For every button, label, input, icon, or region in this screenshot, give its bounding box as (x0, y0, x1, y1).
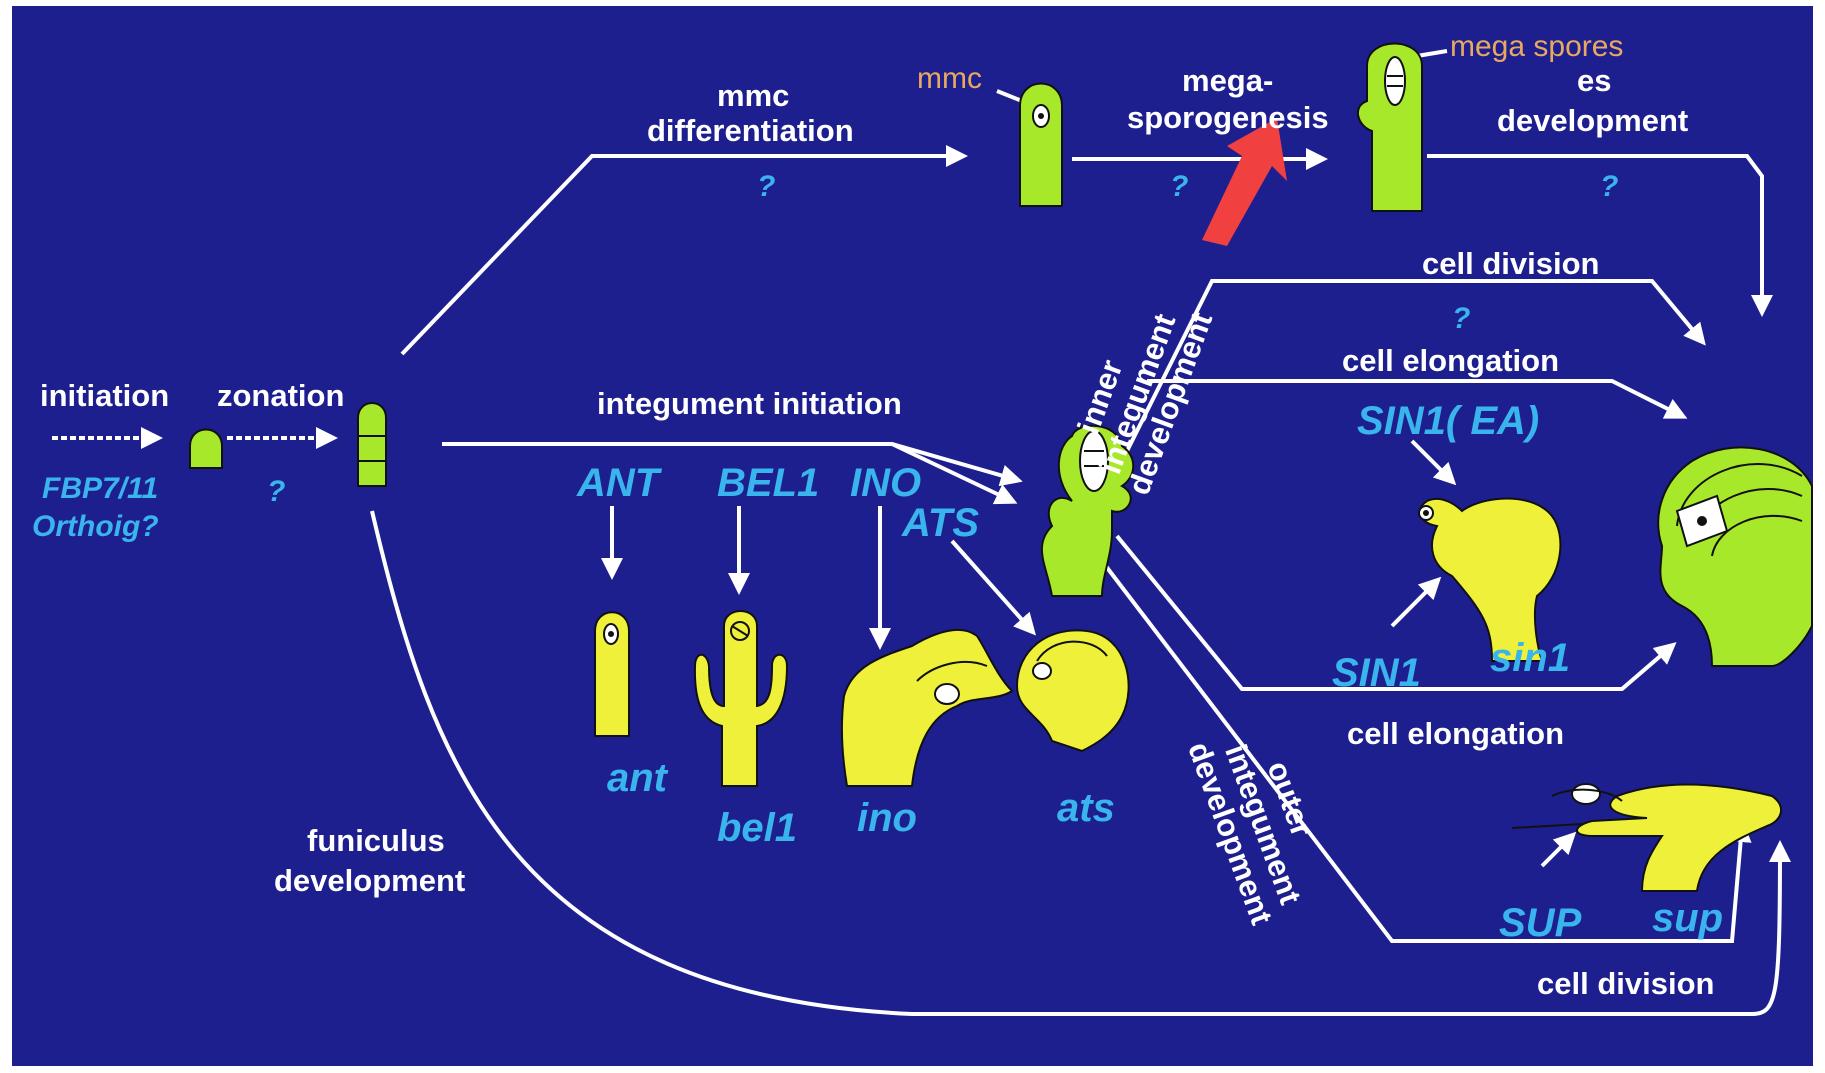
label-mega-1: mega- (1182, 63, 1273, 98)
label-q-cell: ? (1452, 302, 1470, 335)
label-SUP: SUP (1499, 901, 1582, 945)
ovule-megaspores (1357, 42, 1423, 212)
ovules (189, 42, 1813, 667)
label-zonation: zonation (217, 378, 344, 413)
ovule-integument-initiation (1040, 424, 1135, 597)
label-initiation: initiation (40, 378, 169, 413)
label-q-zonation: ? (267, 475, 285, 508)
diagram-frame: initiation zonation FBP7/11 Orthoig? ? m… (12, 6, 1813, 1066)
label-es-1: es (1577, 63, 1611, 98)
label-mega-2: sporogenesis (1127, 100, 1329, 135)
arrow-SUP (1540, 831, 1577, 868)
ovule-development-diagram: initiation zonation FBP7/11 Orthoig? ? m… (32, 30, 1813, 1016)
arrow-mmc-tag (996, 89, 1023, 103)
label-BEL1: BEL1 (717, 461, 819, 505)
ovule-mmc (1019, 82, 1063, 207)
label-sup: sup (1652, 896, 1723, 940)
label-ortholog: Orthoig? (32, 510, 159, 543)
label-q-mega: ? (1170, 170, 1188, 203)
red-arrow-inner-integument (1202, 118, 1287, 246)
ovule-mature (1657, 446, 1813, 667)
ovule-bel1 (693, 610, 789, 787)
label-sin1: sin1 (1490, 636, 1570, 680)
primordium-zonation (357, 402, 387, 487)
label-ANT: ANT (576, 461, 663, 505)
ovule-sin1 (1418, 497, 1562, 662)
label-ino: ino (857, 796, 917, 840)
label-cell-elongation-bottom: cell elongation (1347, 716, 1564, 751)
arrow-outer-integument (1115, 534, 1677, 691)
arrow-SIN1-EA (1410, 439, 1457, 486)
label-sin1-ea: SIN1( EA) (1357, 399, 1539, 443)
arrow-es-development (1427, 154, 1773, 317)
arrow-mmc-differentiation (400, 145, 968, 356)
label-SIN1: SIN1 (1332, 651, 1421, 695)
label-integument-initiation: integument initiation (597, 386, 902, 421)
arrow-SIN1 (1390, 576, 1442, 628)
ovule-ant (594, 611, 630, 737)
label-funiculus-2: development (274, 863, 465, 898)
arrow-funiculus (370, 510, 1791, 1016)
label-megaspores: mega spores (1450, 30, 1623, 63)
label-es-2: development (1497, 103, 1688, 138)
label-cell-division-top: cell division (1422, 246, 1599, 281)
arrow-megaspores (1416, 49, 1448, 58)
ovule-sup (1511, 783, 1782, 892)
label-fbp: FBP7/11 (42, 472, 158, 505)
arrow-ATS (950, 539, 1036, 636)
label-bel1: bel1 (717, 806, 797, 850)
label-outer-integument: outer integument development (1181, 737, 1320, 929)
mutant-ovules (594, 497, 1782, 892)
label-ant: ant (607, 756, 669, 800)
arrow-cell-division-bottom (1100, 559, 1752, 943)
label-cell-division-bottom: cell division (1537, 966, 1714, 1001)
ovule-ats (1015, 629, 1130, 753)
label-INO: INO (850, 461, 921, 505)
arrow-integument-initiation-2 (891, 442, 1018, 505)
arrows (52, 49, 1791, 1016)
label-cell-elongation-top: cell elongation (1342, 343, 1559, 378)
label-mmc-diff-1: mmc (717, 78, 789, 113)
label-q-mmc: ? (757, 170, 775, 203)
label-q-es: ? (1600, 170, 1618, 203)
label-mmc-tag: mmc (917, 62, 982, 95)
label-ATS: ATS (901, 501, 979, 545)
arrow-cell-division-top (1120, 279, 1706, 462)
label-funiculus-1: funiculus (307, 823, 445, 858)
label-mmc-diff-2: differentiation (647, 113, 854, 148)
primordium-initiation (189, 428, 223, 469)
arrow-cell-elongation-top (1147, 379, 1688, 419)
label-ats: ats (1057, 786, 1115, 830)
ovule-ino (840, 628, 1014, 787)
